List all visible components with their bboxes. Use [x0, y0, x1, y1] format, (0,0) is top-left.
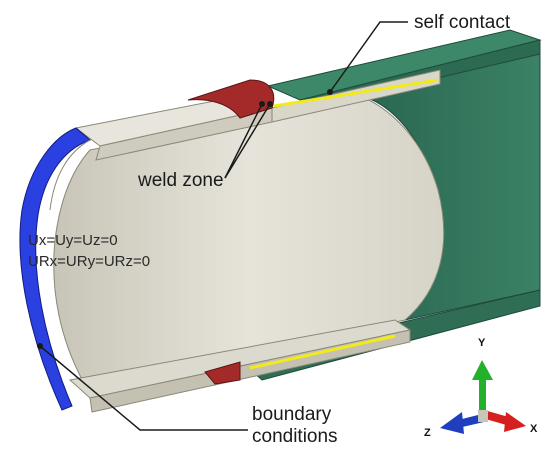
coordinate-triad: Y X Z	[424, 337, 538, 439]
self-contact-line-top	[273, 78, 439, 108]
x-axis-arrowhead	[504, 412, 526, 432]
boundary-face	[19, 127, 91, 411]
y-axis-label: Y	[478, 337, 486, 349]
boundary-leader-dot	[37, 343, 43, 349]
self-contact-leader	[329, 21, 408, 93]
weld-zone-leader-2	[224, 103, 271, 179]
z-axis-arrowhead	[440, 412, 464, 434]
weld-zone-leader-dot-2	[267, 101, 273, 107]
weld-zone-leader-1	[224, 103, 263, 179]
pipe-inner-surface	[53, 95, 445, 386]
x-axis-label: X	[530, 423, 538, 435]
z-axis-shaft	[458, 414, 484, 428]
bc-rotation-label: URx=URy=URz=0	[28, 253, 150, 270]
z-axis-label: Z	[424, 427, 431, 439]
weld-zone-leader-dot-1	[259, 101, 265, 107]
boundary-face-inner	[49, 139, 91, 211]
self-contact-label: self contact	[414, 12, 511, 33]
self-contact-leader-dot	[327, 89, 333, 95]
weld-zone-label: weld zone	[137, 170, 224, 191]
y-axis-shaft	[479, 378, 486, 414]
weld-zone-bottom	[204, 361, 241, 385]
y-axis-arrowhead	[472, 360, 493, 380]
bc-displacement-label: Ux=Uy=Uz=0	[28, 232, 118, 249]
weld-zone-top	[187, 79, 275, 119]
boundary-leader	[39, 345, 248, 431]
triad-origin	[478, 410, 488, 422]
self-contact-line-bottom	[249, 334, 396, 370]
pipe-top-under-sleeve	[271, 69, 441, 123]
boundary-label-line1: boundary	[252, 404, 332, 425]
boundary-label-line2: conditions	[252, 426, 338, 447]
x-axis-shaft	[482, 410, 512, 426]
